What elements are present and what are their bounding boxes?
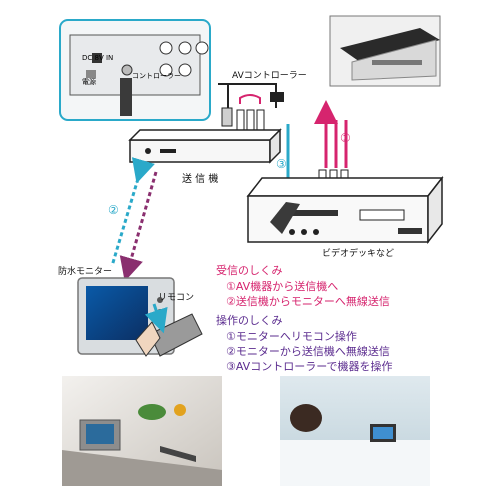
- flow-2-arrow-plum: [119, 171, 158, 282]
- av-controller-cable: [218, 83, 284, 127]
- operation-title: 操作のしくみ: [216, 313, 282, 327]
- dc-in-label: DC 8V IN: [82, 54, 113, 62]
- flow-1-arrow: [314, 100, 348, 168]
- av-cable-plugs: [236, 94, 265, 135]
- marker-1: ①: [340, 131, 351, 145]
- dvd-photo: [329, 15, 441, 87]
- dc-jack: [92, 53, 102, 63]
- bathroom-photo: [280, 376, 430, 486]
- kitchen-photo: [62, 376, 222, 486]
- operation-step-2: ②モニターから送信機へ無線送信: [226, 344, 390, 358]
- operation-step-3: ③AVコントローラーで機器を操作: [226, 359, 393, 373]
- waterproof-monitor-label: 防水モニター: [58, 265, 112, 277]
- controller-port: [121, 64, 133, 76]
- av-controller-label: AVコントローラー: [232, 70, 307, 81]
- receiving-title: 受信のしくみ: [216, 264, 282, 277]
- transmitter-label: 送 信 機: [182, 172, 218, 185]
- video-deck: [246, 175, 444, 245]
- marker-2: ②: [108, 203, 119, 217]
- remote-label: リモコン: [158, 293, 194, 303]
- video-deck-label: ビデオデッキなど: [322, 247, 394, 259]
- power-label: 電源: [82, 77, 96, 86]
- transmitter: [128, 128, 282, 164]
- receiving-step-2: ②送信機からモニターへ無線送信: [226, 294, 390, 308]
- receiving-step-1: ①AV機器から送信機へ: [226, 279, 338, 293]
- marker-3: ③: [276, 157, 287, 171]
- controller-port-label: コントローラー: [132, 72, 181, 80]
- transmitter-back-panel: [59, 19, 211, 121]
- flow-2-arrow-teal: [110, 157, 155, 267]
- power-switch: [86, 70, 96, 78]
- remote-control: [135, 303, 203, 357]
- operation-step-1: ①モニターへリモコン操作: [226, 329, 357, 343]
